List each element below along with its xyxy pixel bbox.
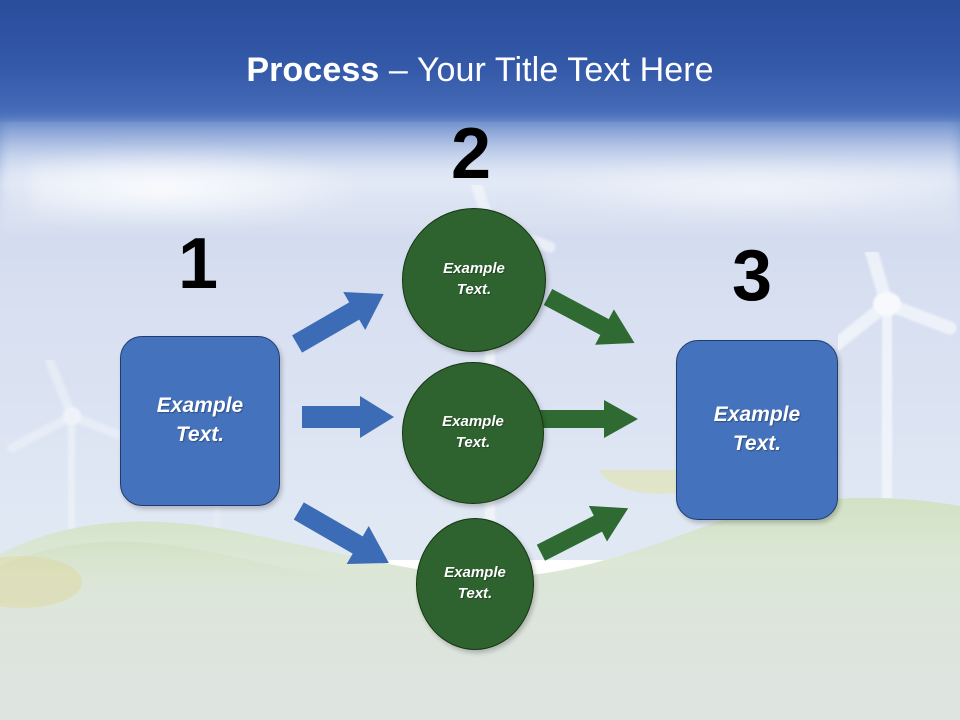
circle-middle-label-line2: Text. (455, 434, 491, 451)
circle-bottom-label: Example Text. (444, 563, 506, 604)
step-number-2: 2 (450, 114, 492, 194)
circle-bottom-label-line1: Example (444, 564, 506, 582)
circle-top-label-line1: Example (443, 260, 505, 278)
arrow-blue-right[interactable] (302, 396, 394, 438)
arrow-green-down-right[interactable] (543, 288, 660, 363)
arrow-blue-up-right[interactable] (292, 282, 406, 353)
title-separator: – (379, 51, 417, 89)
title-bold-part: Process (246, 51, 380, 89)
circle-top-label: Example Text. (443, 259, 505, 300)
page-title: Process – Your Title Text Here (0, 50, 960, 90)
cloud-icon (30, 150, 360, 220)
step-3-label-line1: Example (713, 403, 801, 427)
circle-bottom-label-line2: Text. (457, 585, 493, 602)
step-1-label-line2: Text. (175, 423, 225, 446)
wind-turbine-icon (838, 252, 960, 552)
circle-middle-label: Example Text. (442, 412, 504, 453)
step-number-1: 1 (177, 224, 219, 304)
circle-top-label-line2: Text. (456, 281, 492, 298)
step-2-circle-top[interactable]: Example Text. (402, 208, 546, 352)
step-2-circle-bottom[interactable]: Example Text. (416, 518, 534, 650)
arrow-green-up-right[interactable] (536, 498, 652, 570)
title-regular-part: Your Title Text Here (416, 51, 714, 89)
step-1-label-line1: Example (156, 394, 244, 418)
arrow-green-right[interactable] (540, 398, 638, 440)
step-number-3: 3 (731, 236, 773, 316)
step-3-label: Example Text. (714, 401, 800, 459)
step-2-circle-middle[interactable]: Example Text. (402, 362, 544, 504)
arrow-blue-down-right[interactable] (293, 500, 413, 580)
circle-middle-label-line1: Example (442, 413, 504, 431)
cloud-icon (520, 160, 940, 220)
step-1-label: Example Text. (157, 392, 243, 450)
title-band (0, 0, 960, 122)
step-3-box[interactable]: Example Text. (676, 340, 838, 520)
wind-turbine-icon (6, 360, 156, 590)
step-1-box[interactable]: Example Text. (120, 336, 280, 506)
step-3-label-line2: Text. (732, 432, 782, 455)
